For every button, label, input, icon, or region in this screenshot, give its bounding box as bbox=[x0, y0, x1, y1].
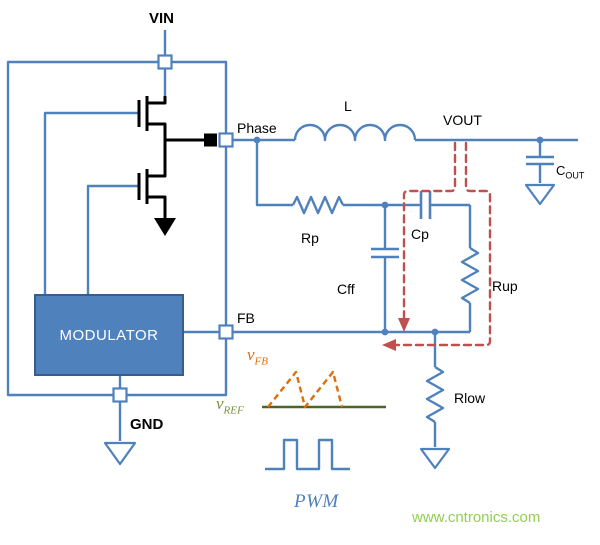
internal-ground bbox=[154, 218, 176, 236]
capacitor-cout bbox=[526, 155, 554, 166]
resistor-rlow bbox=[425, 365, 445, 424]
low-side-mosfet bbox=[137, 140, 167, 218]
cout-label: COUT bbox=[556, 163, 585, 181]
cff-label: Cff bbox=[337, 281, 355, 297]
phase-label: Phase bbox=[237, 120, 277, 136]
ground-symbols bbox=[103, 183, 556, 470]
pwm-label: PWM bbox=[294, 491, 339, 512]
cp-label: Cp bbox=[411, 226, 429, 242]
inductor-coil bbox=[293, 123, 417, 142]
rlow-label: Rlow bbox=[454, 390, 486, 406]
gnd-pin-ground-icon bbox=[103, 441, 137, 466]
watermark: www.cntronics.com bbox=[412, 509, 541, 526]
phase-terminal bbox=[218, 132, 234, 148]
capacitor-cff bbox=[371, 247, 399, 259]
gnd-label: GND bbox=[130, 416, 164, 433]
phase-junction-square bbox=[204, 133, 217, 147]
vout-label: VOUT bbox=[443, 112, 482, 128]
feedback-arrow-down-icon bbox=[398, 318, 410, 332]
high-side-mosfet bbox=[137, 96, 167, 140]
vref-label: vREF bbox=[216, 394, 244, 417]
ramp-waveform bbox=[262, 370, 386, 409]
feedback-path bbox=[382, 141, 492, 351]
vin-label: VIN bbox=[149, 10, 175, 27]
capacitor-cp bbox=[419, 191, 432, 219]
modulator-block bbox=[34, 294, 184, 376]
cout-ground-icon bbox=[524, 183, 556, 206]
fb-label: FB bbox=[237, 310, 255, 326]
wires bbox=[43, 30, 578, 447]
internal-ground-icon bbox=[154, 218, 176, 236]
vin-terminal bbox=[157, 54, 173, 70]
vfb-label: vFB bbox=[247, 345, 268, 368]
resistor-rup bbox=[460, 246, 480, 305]
rlow-ground-icon bbox=[419, 447, 451, 470]
resistor-rp bbox=[291, 195, 345, 215]
pin-terminals bbox=[112, 54, 234, 403]
vfb-triangle-wave bbox=[267, 370, 344, 409]
gnd-terminal bbox=[112, 387, 128, 403]
junction-dots bbox=[253, 136, 544, 336]
feedback-arrow-left-icon bbox=[382, 339, 396, 351]
modulator-label: MODULATOR bbox=[59, 326, 159, 344]
phase-junction bbox=[165, 133, 217, 147]
rp-label: Rp bbox=[301, 230, 319, 246]
pwm-waveform bbox=[265, 438, 350, 471]
fb-terminal bbox=[218, 324, 234, 340]
rup-label: Rup bbox=[492, 278, 518, 294]
inductor-label: L bbox=[344, 98, 352, 114]
